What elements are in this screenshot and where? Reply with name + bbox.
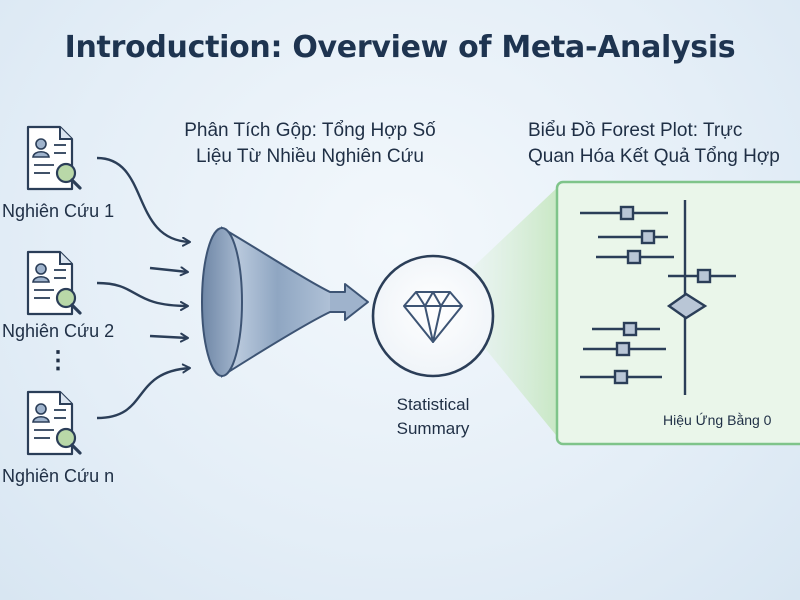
meta-analysis-heading: Phân Tích Gộp: Tổng Hợp Số Liệu Từ Nhiều… bbox=[160, 118, 460, 170]
funnel-icon bbox=[201, 226, 369, 378]
point-marker-1 bbox=[619, 205, 635, 221]
point-marker-2 bbox=[640, 229, 656, 245]
document-icon-2 bbox=[26, 250, 82, 316]
forest-plot bbox=[580, 200, 736, 395]
study-label-1: Nghiên Cứu 1 bbox=[2, 201, 115, 221]
point-marker-5 bbox=[622, 321, 638, 337]
summary-line1: Statistical bbox=[396, 395, 470, 414]
point-marker-4 bbox=[696, 268, 712, 284]
point-marker-7 bbox=[613, 369, 629, 385]
summary-to-plot-beam bbox=[470, 185, 560, 440]
studyn-arrow bbox=[96, 363, 191, 420]
study-label-2: Nghiên Cứu 2 bbox=[2, 321, 115, 341]
statistical-summary-caption: Statistical Summary bbox=[363, 393, 503, 441]
forest-plot-heading-line2: Quan Hóa Kết Quả Tổng Hợp bbox=[528, 146, 780, 167]
meta-analysis-heading-line2: Liệu Từ Nhiều Nghiên Cứu bbox=[196, 146, 424, 167]
null-effect-label: Hiệu Ứng Bằng 0 bbox=[663, 412, 772, 428]
study2-arrow bbox=[96, 281, 189, 311]
meta-analysis-heading-line1: Phân Tích Gộp: Tổng Hợp Số bbox=[184, 120, 436, 141]
forest-plot-heading: Biểu Đồ Forest Plot: Trực Quan Hóa Kết Q… bbox=[528, 118, 800, 170]
document-icon-3 bbox=[26, 390, 82, 456]
summary-line2: Summary bbox=[396, 419, 470, 438]
diamond-icon bbox=[403, 291, 463, 343]
document-icon-1 bbox=[26, 125, 82, 191]
extra-arrow-2 bbox=[149, 332, 189, 343]
ellipsis-icon: ⋮ bbox=[46, 347, 70, 374]
point-marker-3 bbox=[626, 249, 642, 265]
summary-circle bbox=[371, 254, 495, 378]
page-title: Introduction: Overview of Meta-Analysis bbox=[64, 30, 736, 65]
extra-arrow-1 bbox=[149, 266, 189, 277]
pooled-diamond bbox=[666, 292, 708, 320]
study-label-n: Nghiên Cứu n bbox=[2, 466, 115, 486]
forest-plot-heading-line1: Biểu Đồ Forest Plot: Trực bbox=[528, 120, 743, 141]
point-marker-6 bbox=[615, 341, 631, 357]
study1-arrow bbox=[96, 156, 191, 247]
